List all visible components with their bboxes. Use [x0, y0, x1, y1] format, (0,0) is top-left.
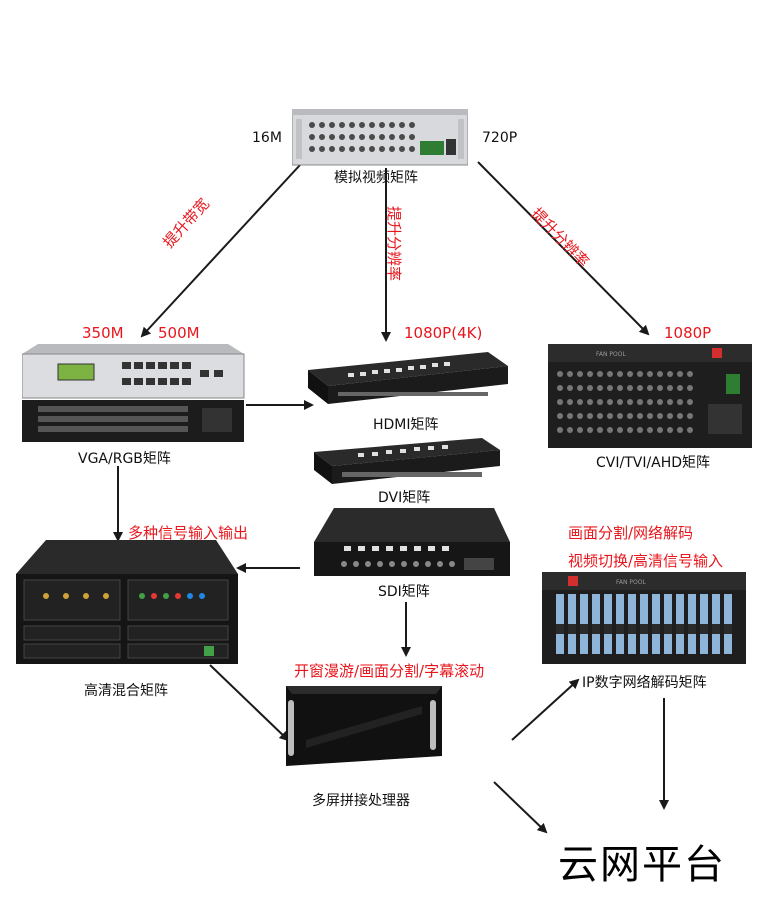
cloud-platform-label: 云网平台: [558, 842, 726, 888]
arrow-hybrid-to-splicer: [209, 664, 290, 742]
vga-spec-a: 350M: [82, 324, 124, 342]
cvi-matrix-label: CVI/TVI/AHD矩阵: [596, 455, 711, 471]
splicer-device: [286, 686, 442, 766]
vga-spec-b: 500M: [158, 324, 200, 342]
ip-features-label-2: 视频切换/高清信号输入: [568, 552, 724, 570]
analog-right-spec: 720P: [482, 130, 518, 146]
ip-decoder-device: FAN POOL: [542, 572, 746, 664]
dvi-matrix-label: DVI矩阵: [378, 490, 431, 506]
ip-features-label-1: 画面分割/网络解码: [568, 524, 694, 542]
analog-matrix-device: [292, 109, 468, 166]
ip-panel-text: FAN POOL: [616, 579, 646, 586]
hdmi-spec: 1080P(4K): [404, 324, 483, 342]
arrow-analog-to-cvi: [477, 161, 650, 336]
analog-left-spec: 16M: [252, 130, 282, 146]
sdi-matrix-device: [314, 508, 510, 576]
splicer-label: 多屏拼接处理器: [312, 793, 410, 809]
analog-matrix-label: 模拟视频矩阵: [334, 170, 418, 186]
resolution-label-mid: 提升分辨率: [385, 206, 403, 282]
hdmi-matrix-device: [308, 352, 508, 404]
arrow-splicer-to-cloud: [493, 781, 548, 834]
vga-matrix-label: VGA/RGB矩阵: [78, 451, 171, 467]
arrow-splicer-to-ip: [511, 678, 580, 741]
hdmi-matrix-label: HDMI矩阵: [373, 417, 439, 433]
hybrid-matrix-device: [16, 540, 238, 664]
arrow-analog-to-vga: [140, 164, 301, 338]
hybrid-matrix-label: 高清混合矩阵: [84, 683, 168, 699]
cvi-spec: 1080P: [664, 324, 712, 342]
window-features-label: 开窗漫游/画面分割/字幕滚动: [294, 662, 485, 680]
sdi-matrix-label: SDI矩阵: [378, 584, 430, 600]
ip-decoder-label: IP数字网络解码矩阵: [582, 675, 707, 691]
dvi-matrix-device: [314, 438, 500, 484]
vga-rgb-matrix-device: [22, 344, 245, 442]
multi-io-label: 多种信号输入输出: [128, 524, 249, 542]
cvi-matrix-device: FAN POOL: [548, 344, 752, 448]
cvi-panel-text: FAN POOL: [596, 351, 626, 358]
